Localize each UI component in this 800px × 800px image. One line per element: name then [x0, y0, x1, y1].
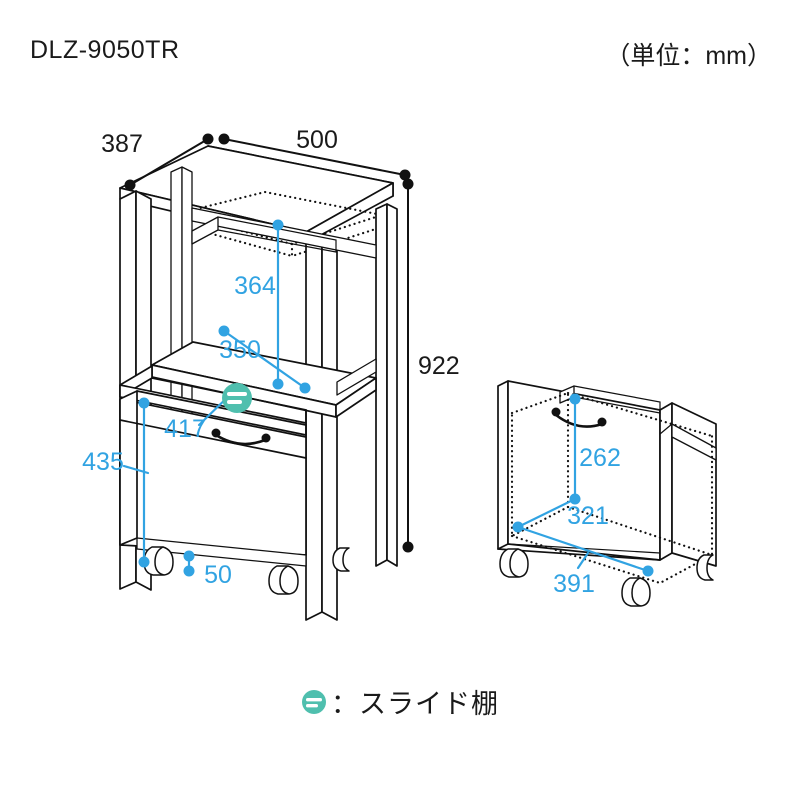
- dimension-label-391: 391: [553, 570, 595, 598]
- dimension-inner-depth-321: 321: [512, 497, 609, 533]
- dimension-drawer-height-435: 435: [82, 397, 150, 568]
- dimension-open-height-364: 364: [234, 219, 284, 390]
- right-rear-leg: [375, 203, 398, 567]
- dimension-label-321: 321: [567, 502, 609, 530]
- page-title: DLZ-9050TR: [30, 36, 180, 64]
- dimension-label-364: 364: [234, 272, 276, 300]
- dimension-label-50: 50: [204, 561, 232, 589]
- slide-shelf-icon-main: [222, 383, 252, 413]
- dimension-width-500: 500: [218, 126, 411, 181]
- bottom-rail: [136, 537, 307, 567]
- dimension-inner-width-391: 391: [516, 525, 654, 598]
- drawer-interior-hidden-outline: [510, 391, 714, 585]
- dimension-label-387: 387: [101, 130, 143, 158]
- drawer-caster-left: [499, 548, 529, 578]
- drawer-caster-right: [696, 554, 714, 581]
- dimension-open-depth-350: 350: [218, 325, 311, 394]
- legend: ：スライド棚: [0, 682, 800, 721]
- dimension-label-262: 262: [579, 444, 621, 472]
- legend-label: ：スライド棚: [331, 689, 499, 719]
- drawer-back-rail: [659, 423, 717, 461]
- drawer-box-view: 262 321 391: [497, 380, 717, 607]
- drawer-handle[interactable]: [211, 428, 271, 446]
- dimension-label-435: 435: [82, 448, 124, 476]
- drawer-box-handle[interactable]: [551, 407, 607, 428]
- dimension-label-500: 500: [296, 126, 338, 154]
- caster-front-right: [268, 565, 299, 595]
- main-cabinet-view: 387 500 922 364: [82, 126, 460, 621]
- dimension-depth-387: 387: [101, 130, 214, 191]
- back-rail-lower: [336, 358, 377, 396]
- dimension-caster-50: 50: [183, 550, 232, 589]
- unit-note: （単位：mm）: [605, 42, 772, 70]
- caster-rear-left: [332, 547, 350, 572]
- right-front-leg: [305, 234, 338, 621]
- dimension-height-922: 922: [402, 178, 460, 553]
- dimension-label-922: 922: [418, 352, 460, 380]
- drawer-caster-front: [621, 577, 651, 607]
- drawer-left-panel: [497, 380, 661, 561]
- slide-shelf-icon: [302, 689, 326, 714]
- dimension-label-417: 417: [164, 415, 206, 443]
- caster-front-left: [143, 546, 174, 576]
- dimension-inner-height-262: 262: [569, 393, 621, 505]
- dimension-label-350: 350: [219, 336, 261, 364]
